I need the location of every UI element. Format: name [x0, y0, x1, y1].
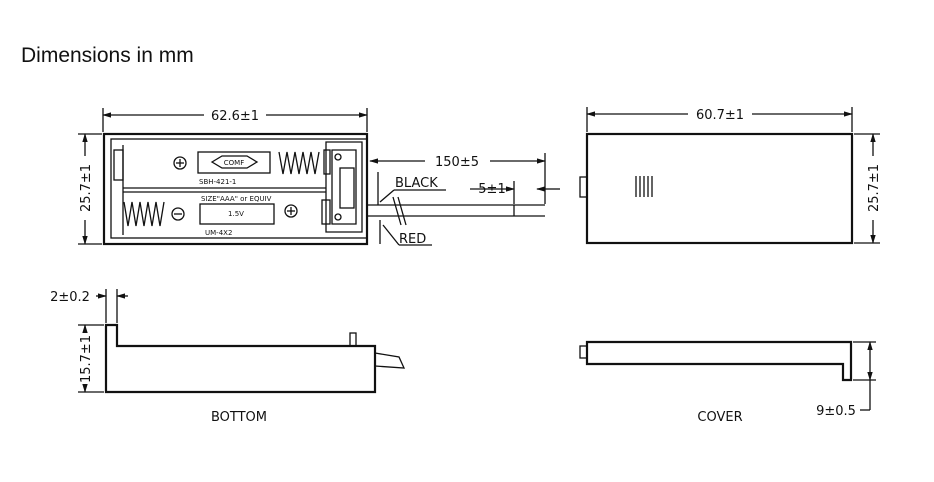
- dim-top-height: 25.7±1: [78, 133, 102, 245]
- minus-terminal-icon: [171, 207, 185, 221]
- dim-top-length: 62.6±1: [102, 108, 368, 132]
- plus-terminal-icon: [173, 156, 187, 170]
- cell-upper: COMF SBH-421-1: [173, 149, 331, 186]
- black-wire-label: BLACK: [395, 176, 438, 191]
- voltage-label: 1.5V: [228, 210, 244, 218]
- part-number-label: SBH-421-1: [199, 178, 236, 186]
- dim-cover-lip-label: 9±0.5: [816, 404, 856, 419]
- end-contact-bracket: [325, 141, 363, 233]
- red-wire-label: RED: [399, 232, 426, 247]
- dim-top-length-label: 62.6±1: [211, 109, 259, 124]
- dim-cover-length: 60.7±1: [586, 107, 853, 132]
- cover-latch: [579, 176, 588, 198]
- spring-upper-icon: [278, 151, 320, 175]
- dim-cover-length-label: 60.7±1: [696, 108, 744, 123]
- logo-badge: [210, 155, 259, 169]
- view-label-cover: COVER: [697, 410, 742, 425]
- bottom-side-view: [104, 323, 406, 394]
- dim-bottom-height: 15.7±1: [78, 324, 104, 393]
- cell-type-label: UM-4X2: [205, 229, 232, 237]
- plus-terminal-icon: [284, 204, 298, 218]
- dim-wire-length-label: 150±5: [435, 155, 479, 170]
- size-note-label: SIZE"AAA" or EQUIV: [201, 195, 272, 203]
- dim-strip-length-label: 5±1: [478, 182, 505, 197]
- dim-wall-thickness: 2±0.2: [50, 289, 128, 323]
- dim-top-height-label: 25.7±1: [79, 164, 94, 212]
- dim-cover-height: 25.7±1: [854, 133, 882, 244]
- view-label-bottom: BOTTOM: [211, 410, 267, 425]
- page-title: Dimensions in mm: [21, 44, 194, 67]
- lead-wires: [366, 172, 545, 244]
- cell-lower: SIZE"AAA" or EQUIV 1.5V UM-4X2: [123, 195, 331, 237]
- cover-side-outline: [585, 340, 853, 382]
- dim-strip-length: 5±1: [470, 181, 560, 204]
- dim-bottom-height-label: 15.7±1: [79, 335, 94, 383]
- cover-side-view: [579, 340, 853, 382]
- spring-lower-icon: [123, 201, 165, 227]
- dim-cover-lip: 9±0.5: [816, 341, 876, 419]
- cover-top-view: [579, 132, 854, 245]
- logo-text: COMF: [224, 159, 244, 167]
- bottom-outline: [104, 323, 377, 394]
- dim-wall-thickness-label: 2±0.2: [50, 290, 90, 305]
- dim-cover-height-label: 25.7±1: [867, 164, 882, 212]
- holder-top-view: COMF SBH-421-1 SIZE"AAA" or EQUIV 1.5V U…: [102, 132, 545, 247]
- dim-wire-length: 150±5: [369, 153, 546, 204]
- cover-outline: [585, 132, 854, 245]
